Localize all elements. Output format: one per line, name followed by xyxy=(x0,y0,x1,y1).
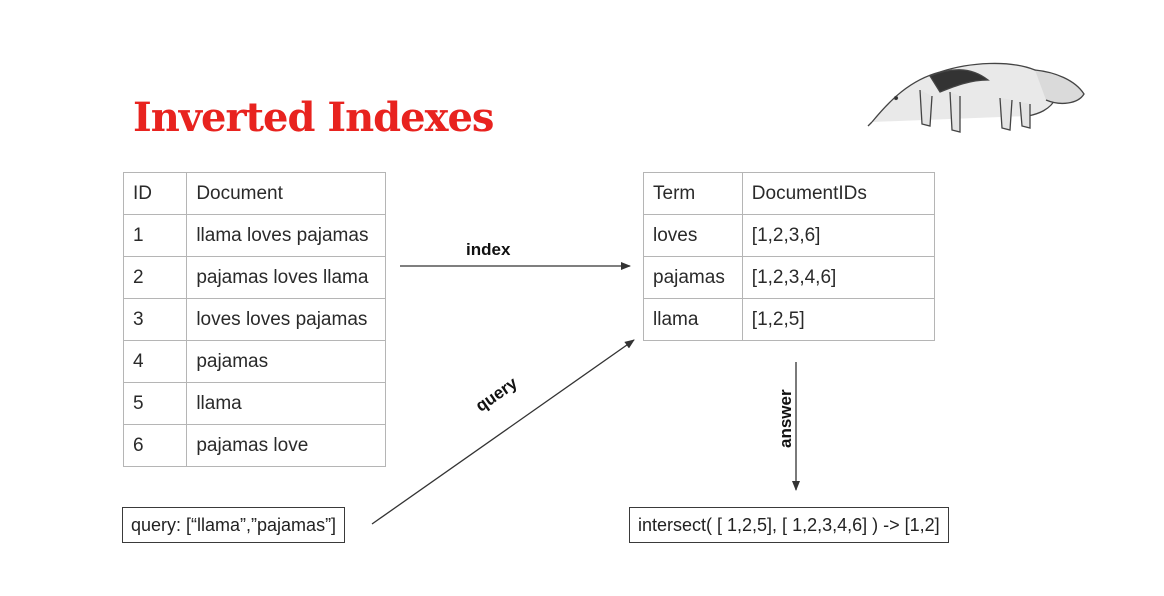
header-cell-documentids: DocumentIDs xyxy=(741,172,936,215)
doc-id-cell: 2 xyxy=(122,256,188,299)
header-cell-document: Document xyxy=(186,172,386,215)
table-header-row: Term DocumentIDs xyxy=(643,172,936,215)
answer-label: answer xyxy=(776,389,795,448)
doc-text-cell: loves loves pajamas xyxy=(186,298,386,341)
table-row: 4 pajamas xyxy=(122,340,386,383)
table-row: 3 loves loves pajamas xyxy=(122,298,386,341)
doc-id-cell: 4 xyxy=(122,340,188,383)
doc-text-cell: llama xyxy=(186,382,386,425)
anteater-illustration xyxy=(867,62,1085,133)
table-row: 1 llama loves pajamas xyxy=(122,214,386,257)
doc-text-cell: pajamas xyxy=(186,340,386,383)
table-row: 5 llama xyxy=(122,382,386,425)
table-row: 6 pajamas love xyxy=(122,424,386,467)
table-header-row: ID Document xyxy=(122,172,386,215)
term-cell: pajamas xyxy=(643,256,743,299)
document-table: ID Document 1 llama loves pajamas 2 paja… xyxy=(122,172,386,467)
query-arrow xyxy=(371,339,635,525)
index-label: index xyxy=(466,240,511,259)
doc-text-cell: llama loves pajamas xyxy=(186,214,386,257)
header-cell-term: Term xyxy=(643,172,743,215)
answer-box: intersect( [ 1,2,5], [ 1,2,3,4,6] ) -> [… xyxy=(629,507,949,543)
term-table: Term DocumentIDs loves [1,2,3,6] pajamas… xyxy=(643,172,936,341)
header-cell-id: ID xyxy=(122,172,188,215)
doc-id-cell: 3 xyxy=(122,298,188,341)
query-box: query: [“llama”,”pajamas”] xyxy=(122,507,346,543)
table-row: 2 pajamas loves llama xyxy=(122,256,386,299)
doc-id-cell: 5 xyxy=(122,382,188,425)
table-row: llama [1,2,5] xyxy=(643,298,936,341)
doc-text-cell: pajamas love xyxy=(186,424,386,467)
posting-list-cell: [1,2,5] xyxy=(741,298,936,341)
doc-text-cell: pajamas loves llama xyxy=(186,256,386,299)
doc-id-cell: 6 xyxy=(122,424,188,467)
term-cell: loves xyxy=(643,214,743,257)
page-title: Inverted Indexes xyxy=(133,94,494,141)
term-cell: llama xyxy=(643,298,743,341)
doc-id-cell: 1 xyxy=(122,214,188,257)
